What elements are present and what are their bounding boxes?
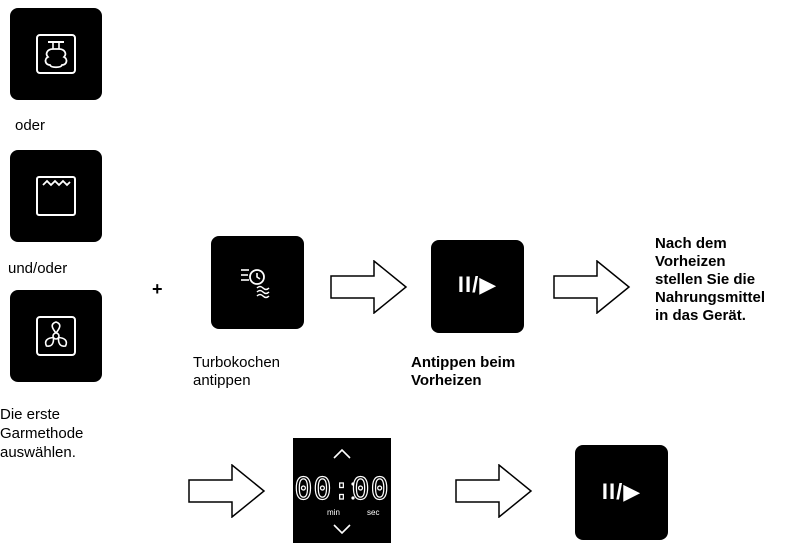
turbo-cooking-button[interactable] xyxy=(211,236,304,329)
play-pause-button[interactable]: II/▶ xyxy=(431,240,524,333)
bottom-heat-button[interactable] xyxy=(10,150,102,242)
timer-graphic xyxy=(333,448,355,535)
play-pause-button-2[interactable]: II/▶ xyxy=(575,445,668,540)
timer-min-label: min xyxy=(327,508,340,517)
arrow-right-icon xyxy=(455,464,533,518)
play-pause-symbol: II/▶ xyxy=(457,272,498,297)
timer-digits: 00:00 xyxy=(294,472,390,507)
play-pause-caption: Antippen beim Vorheizen xyxy=(411,354,516,389)
after-preheat-caption: Nach dem Vorheizen stellen Sie die Nahru… xyxy=(655,235,766,324)
timer-display[interactable]: 00:00 min sec xyxy=(293,438,391,543)
arrow-right-icon xyxy=(330,260,408,314)
turbo-caption: Turbokochen antippen xyxy=(193,354,280,389)
top-heat-button[interactable] xyxy=(10,8,102,100)
play-pause-symbol: II/▶ xyxy=(601,479,642,504)
chevron-down-icon[interactable] xyxy=(333,524,351,535)
method-caption: Die erste Garmethode auswählen. xyxy=(0,406,84,461)
chevron-up-icon[interactable] xyxy=(333,448,351,459)
plus-sign: + xyxy=(152,279,163,299)
turbo-cooking-icon xyxy=(241,269,270,299)
arrow-right-icon xyxy=(553,260,631,314)
arrow-right-icon xyxy=(188,464,266,518)
fan-button[interactable] xyxy=(10,290,102,382)
und-oder-label: und/oder xyxy=(8,260,68,277)
top-heat-icon xyxy=(36,34,76,74)
fan-icon xyxy=(36,316,76,356)
oder-label: oder xyxy=(15,117,46,134)
timer-sec-label: sec xyxy=(367,508,380,517)
heating-element-icon xyxy=(36,176,76,216)
